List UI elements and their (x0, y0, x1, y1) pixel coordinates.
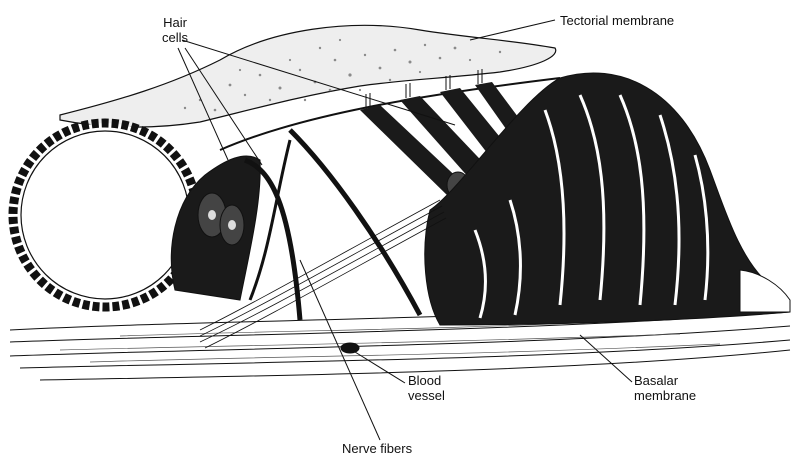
label-basalar-membrane-line2: membrane (634, 388, 696, 403)
label-blood-vessel-line2: vessel (408, 388, 445, 403)
supporting-cells-mass (425, 73, 790, 325)
label-nerve-fibers: Nerve fibers (342, 441, 412, 456)
tectorial-membrane (60, 25, 556, 127)
label-basalar-membrane-line1: Basalar (634, 373, 696, 388)
label-hair-cells: Hair cells (150, 15, 200, 45)
label-hair-cells-line2: cells (150, 30, 200, 45)
leader-tectorial (470, 20, 555, 40)
leader-blood-vessel (355, 352, 405, 383)
leader-basalar (580, 335, 632, 382)
label-basalar-membrane: Basalar membrane (634, 373, 696, 403)
leader-nerve (300, 260, 380, 440)
inner-sulcus-ring (13, 123, 197, 307)
label-hair-cells-line1: Hair (150, 15, 200, 30)
label-blood-vessel: Blood vessel (408, 373, 445, 403)
blood-vessel (341, 343, 359, 353)
label-tectorial-membrane: Tectorial membrane (560, 13, 674, 28)
label-blood-vessel-line1: Blood (408, 373, 445, 388)
